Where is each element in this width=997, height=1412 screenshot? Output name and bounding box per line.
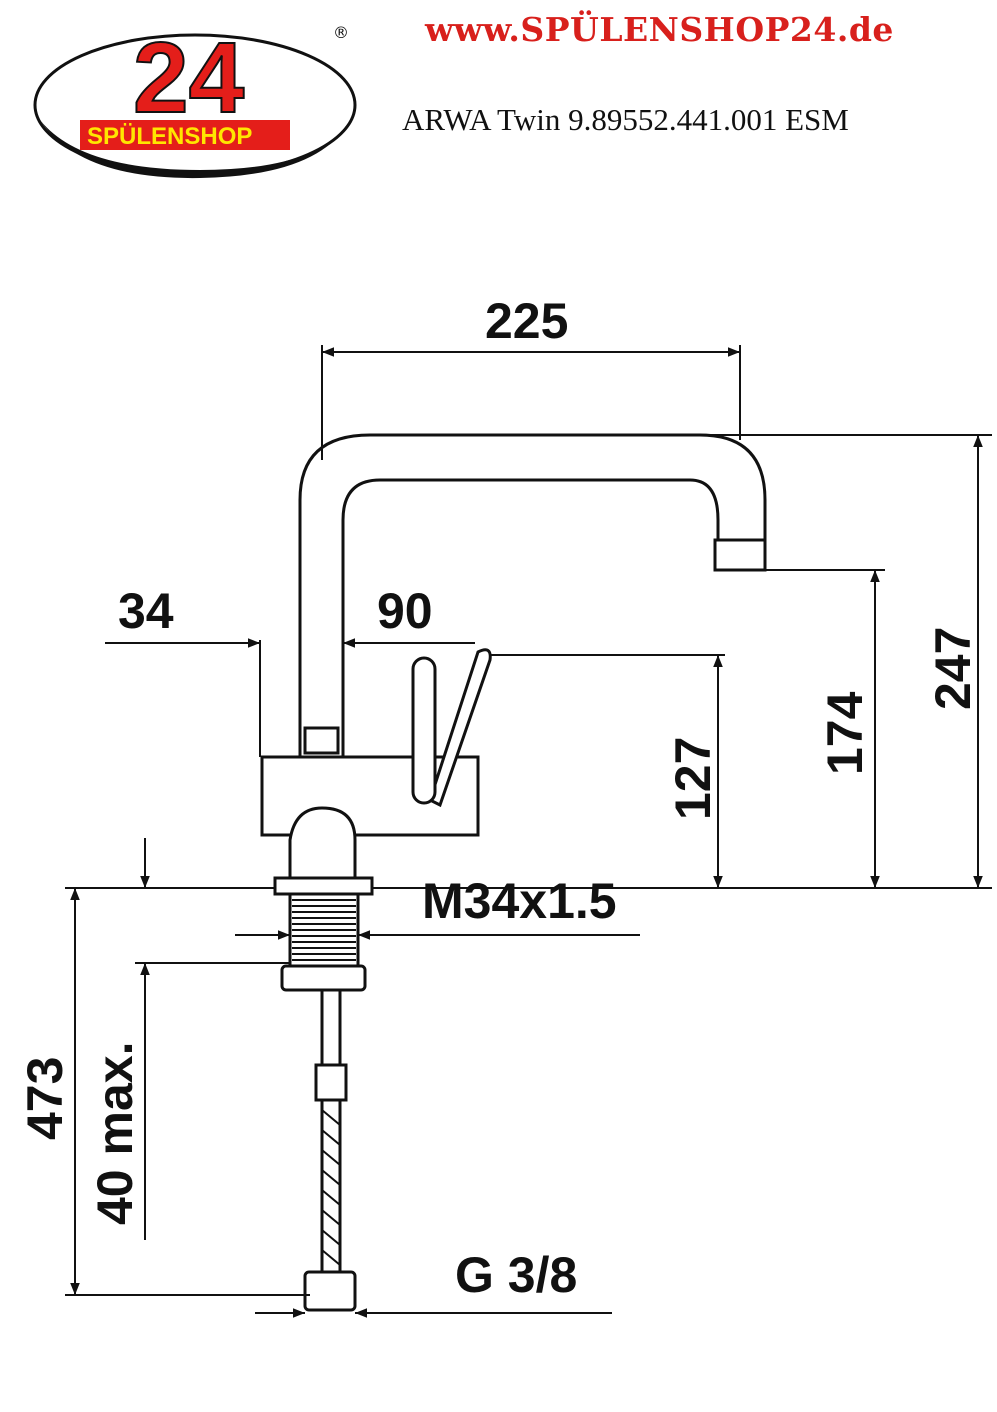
dim-473: 473 <box>17 1057 73 1140</box>
logo-number: 24 <box>133 22 245 134</box>
dim-225: 225 <box>485 293 568 349</box>
registered-mark: ® <box>333 23 349 42</box>
dim-174: 174 <box>817 691 873 775</box>
spout <box>298 433 767 759</box>
neck <box>288 806 357 882</box>
lever <box>411 648 492 808</box>
dim-247: 247 <box>925 627 981 710</box>
dimension-lines <box>65 345 992 1318</box>
shop-logo: 24 SPÜLENSHOP ® <box>33 21 357 179</box>
dim-90: 90 <box>377 583 433 639</box>
logo-brand: SPÜLENSHOP <box>87 123 252 150</box>
dim-34: 34 <box>118 583 174 639</box>
flange <box>273 876 374 896</box>
shop-url: www.SPÜLENSHOP24.de <box>425 10 894 49</box>
supply-hose <box>303 988 357 1312</box>
dim-40-max: 40 max. <box>87 1042 143 1225</box>
dim-thread: M34x1.5 <box>422 873 617 929</box>
threaded-shank <box>288 892 360 968</box>
dim-127: 127 <box>665 737 721 820</box>
dim-g38: G 3/8 <box>455 1247 577 1303</box>
product-model: ARWA Twin 9.89552.441.001 ESM <box>402 102 849 137</box>
nut <box>280 964 367 992</box>
